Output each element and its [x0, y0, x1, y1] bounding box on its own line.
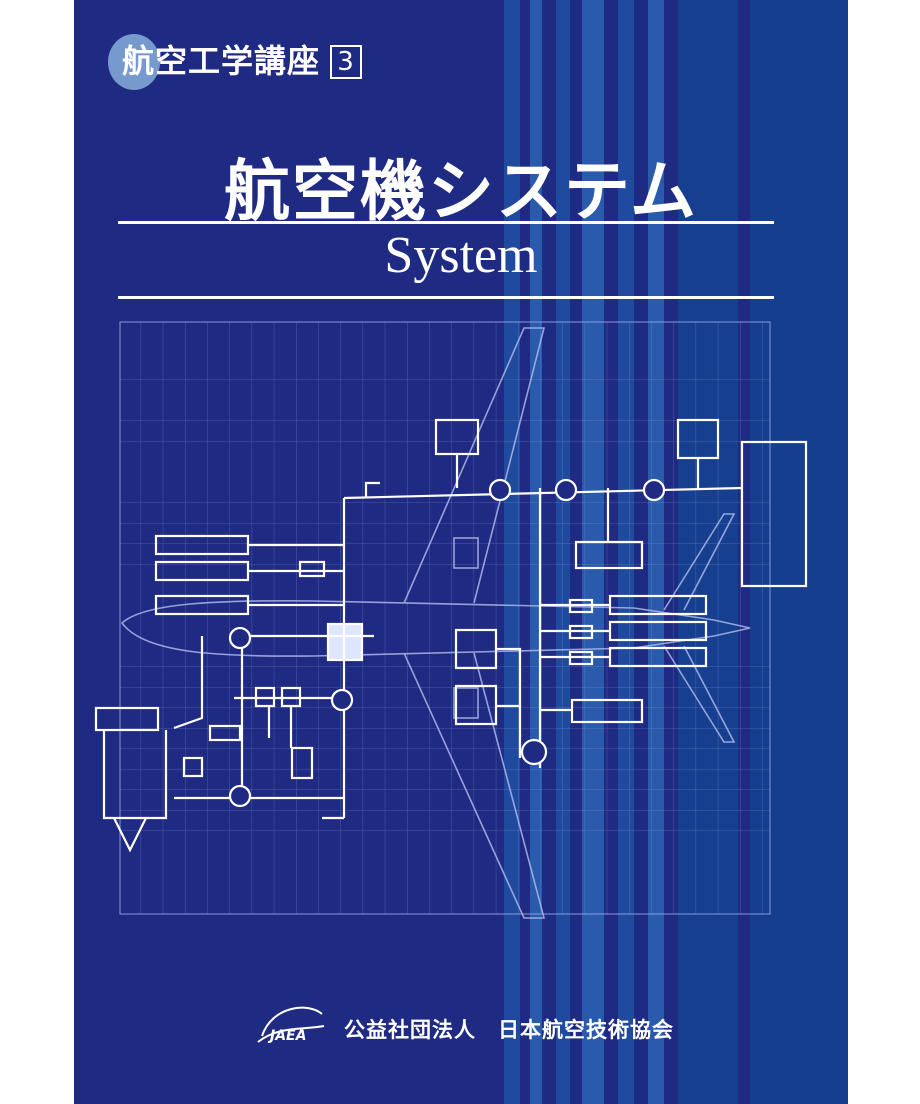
title-rule-top	[118, 221, 774, 224]
publisher-name: 日本航空技術協会	[498, 1017, 674, 1042]
series-number: 3	[330, 45, 363, 79]
series-label: 航空工学講座	[122, 42, 321, 80]
logo-text: JAEA	[267, 1028, 306, 1044]
aircraft-system-schematic-icon	[94, 321, 808, 919]
title-rule-bottom	[118, 296, 774, 299]
publisher-type: 公益社団法人	[344, 1017, 476, 1042]
series-heading: 航空工学講座 3	[122, 36, 363, 82]
jaea-logo-icon: JAEA	[257, 1006, 325, 1044]
book-title: 航空機システム	[223, 152, 699, 230]
book-cover: 航空工学講座 3 航空機システム System	[74, 0, 848, 1104]
publisher: 公益社団法人日本航空技術協会	[344, 1014, 696, 1044]
series-badge	[108, 34, 160, 90]
book-subtitle: System	[384, 227, 538, 284]
